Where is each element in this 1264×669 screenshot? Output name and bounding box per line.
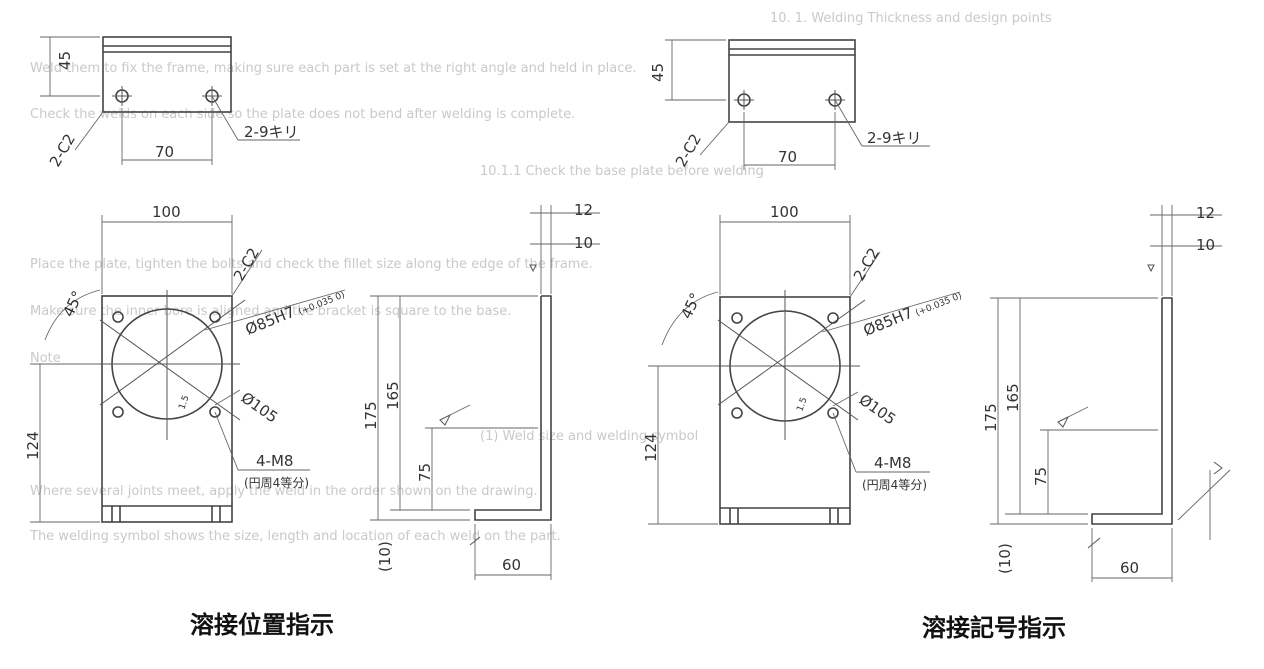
- dim-w100: 100: [152, 203, 181, 221]
- bg-line-9: Where several joints meet, apply the wel…: [30, 484, 538, 499]
- caption-left: 溶接位置指示: [190, 611, 334, 639]
- tap-hole-3-r: [731, 407, 743, 419]
- tap-hole-1: [112, 311, 124, 323]
- dim-w60-r: 60: [1120, 559, 1139, 577]
- taps-label-r: 4-M8: [874, 454, 911, 472]
- dim-h175-r: 175: [982, 403, 1000, 432]
- dim-h165: 165: [384, 381, 402, 410]
- bg-line-10: The welding symbol shows the size, lengt…: [29, 529, 561, 544]
- bg-line-3: Check the welds on each side so the plat…: [30, 107, 575, 122]
- dim-h75: 75: [416, 463, 434, 482]
- weld-mark-front-r: 1.5: [795, 396, 809, 413]
- bracket-profile: [474, 295, 552, 521]
- dim-w70-r: 70: [778, 148, 797, 166]
- weld-symbol-bottom-r: [1087, 537, 1101, 549]
- dim-t10: 10: [574, 234, 593, 252]
- dim-b10-r: (10): [996, 543, 1014, 574]
- left-front-view: 100 45° 124 2-C2 Ø85H7 (+0.035 0) Ø105 4…: [24, 203, 346, 523]
- holes-label-r: 2-9キリ: [867, 129, 922, 147]
- right-front-view: 100 45° 124 2-C2 Ø85H7 (+0.035 0) Ø105 4…: [642, 203, 963, 525]
- tap-hole-3: [112, 406, 124, 418]
- dim-h45-r: 45: [649, 63, 667, 82]
- bore-tolerance-r: (+0.035 0): [914, 291, 963, 319]
- tap-hole-2: [209, 311, 221, 323]
- tap-hole-4-r: [827, 407, 839, 419]
- dim-w70: 70: [155, 143, 174, 161]
- top-plate-outline: [102, 36, 232, 113]
- bg-line-1: 10. 1. Welding Thickness and design poin…: [770, 11, 1052, 26]
- left-side-view: 12 10 175 165 75 (10) 60: [362, 201, 600, 580]
- left-drawing: 45 70 2-C2 2-9キリ: [24, 36, 600, 639]
- pcd-label: Ø105: [238, 389, 281, 427]
- bg-line-2: Weld them to fix the frame, making sure …: [30, 61, 637, 76]
- dim-t10-r: 10: [1196, 236, 1215, 254]
- weld-symbol-bottom: [469, 536, 481, 546]
- weld-symbol-side-r: [1213, 461, 1223, 475]
- pcd-label-r: Ø105: [856, 391, 899, 429]
- chamfer-label-2-r: 2-C2: [850, 245, 883, 284]
- right-side-view: 12 10 175 165 75 (10) 60: [982, 204, 1231, 582]
- weld-symbol-top-r: [1147, 264, 1155, 273]
- background-text: 10. 1. Welding Thickness and design poin…: [29, 11, 1052, 544]
- caption-right: 溶接記号指示: [922, 614, 1066, 642]
- dim-h45: 45: [56, 51, 74, 70]
- dim-h75-r: 75: [1032, 467, 1050, 486]
- dim-h165-r: 165: [1004, 383, 1022, 412]
- holes-label: 2-9キリ: [244, 123, 299, 141]
- weld-symbol-mid-r: [1057, 415, 1070, 428]
- dim-w60: 60: [502, 556, 521, 574]
- dim-h175: 175: [362, 401, 380, 430]
- taps-note: (円周4等分): [244, 476, 309, 490]
- right-drawing: 45 70 2-C2 2-9キリ: [642, 39, 1231, 642]
- tap-hole-1-r: [731, 312, 743, 324]
- bore-label-r: Ø85H7: [861, 304, 916, 340]
- weld-leader-r: [1177, 469, 1231, 521]
- dim-t12: 12: [574, 201, 593, 219]
- dim-w100-r: 100: [770, 203, 799, 221]
- tap-hole-2-r: [827, 312, 839, 324]
- weld-mark-front: 1.5: [177, 394, 191, 411]
- dim-h124-r: 124: [642, 433, 660, 462]
- angle-label-r: 45°: [677, 290, 705, 322]
- bracket-profile-r: [1091, 297, 1173, 525]
- bg-line-7: Note: [30, 351, 61, 366]
- dim-t12-r: 12: [1196, 204, 1215, 222]
- bg-line-5: Place the plate, tighten the bolts and c…: [30, 257, 593, 272]
- weld-symbol-top: [529, 264, 537, 273]
- dim-h124: 124: [24, 431, 42, 460]
- weld-symbol-mid: [439, 413, 452, 426]
- top-plate-outline-r: [728, 39, 856, 123]
- taps-label: 4-M8: [256, 452, 293, 470]
- taps-note-r: (円周4等分): [862, 478, 927, 492]
- right-top-view: 45 70 2-C2 2-9キリ: [649, 39, 930, 170]
- bg-line-4: 10.1.1 Check the base plate before weldi…: [480, 164, 764, 179]
- bg-line-8: (1) Weld size and welding symbol: [480, 429, 698, 444]
- chamfer-label: 2-C2: [46, 131, 79, 170]
- tap-hole-4: [209, 406, 221, 418]
- left-top-view: 45 70 2-C2 2-9キリ: [40, 36, 300, 170]
- dim-b10: (10): [376, 541, 394, 572]
